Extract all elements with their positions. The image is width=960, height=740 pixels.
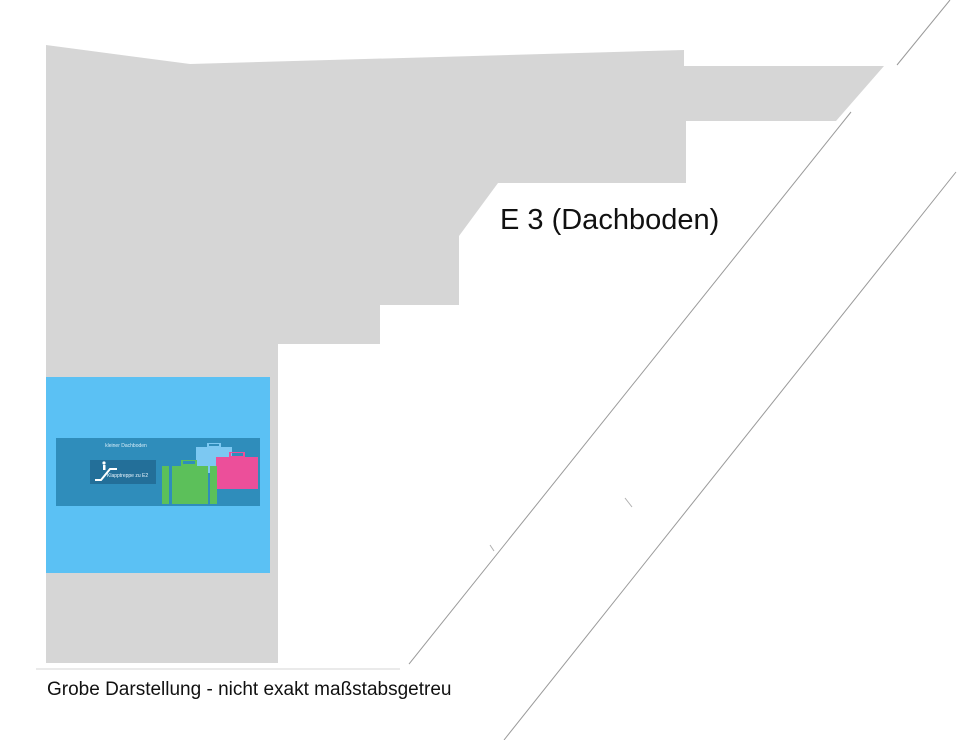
- roof-line-top: [896, 0, 951, 66]
- suitcase-green-icon: [162, 460, 217, 504]
- scale-disclaimer: Grobe Darstellung - nicht exakt maßstabs…: [47, 679, 452, 700]
- small-attic-room[interactable]: kleiner Dachboden Klapptreppe zu E2: [46, 377, 270, 573]
- roof-line-outer: [503, 171, 957, 740]
- roof-line-inner: [408, 111, 852, 665]
- room-panel: kleiner Dachboden Klapptreppe zu E2: [56, 438, 260, 506]
- tick-mark: [624, 497, 633, 508]
- stair-label: Klapptreppe zu E2: [107, 473, 149, 479]
- escalator-icon: [95, 461, 117, 481]
- tick-mark: [489, 544, 495, 552]
- floor-title: E 3 (Dachboden): [500, 204, 720, 236]
- room-label: kleiner Dachboden: [105, 443, 147, 449]
- suitcase-pink-icon: [216, 452, 258, 489]
- stair-box[interactable]: Klapptreppe zu E2: [90, 460, 156, 484]
